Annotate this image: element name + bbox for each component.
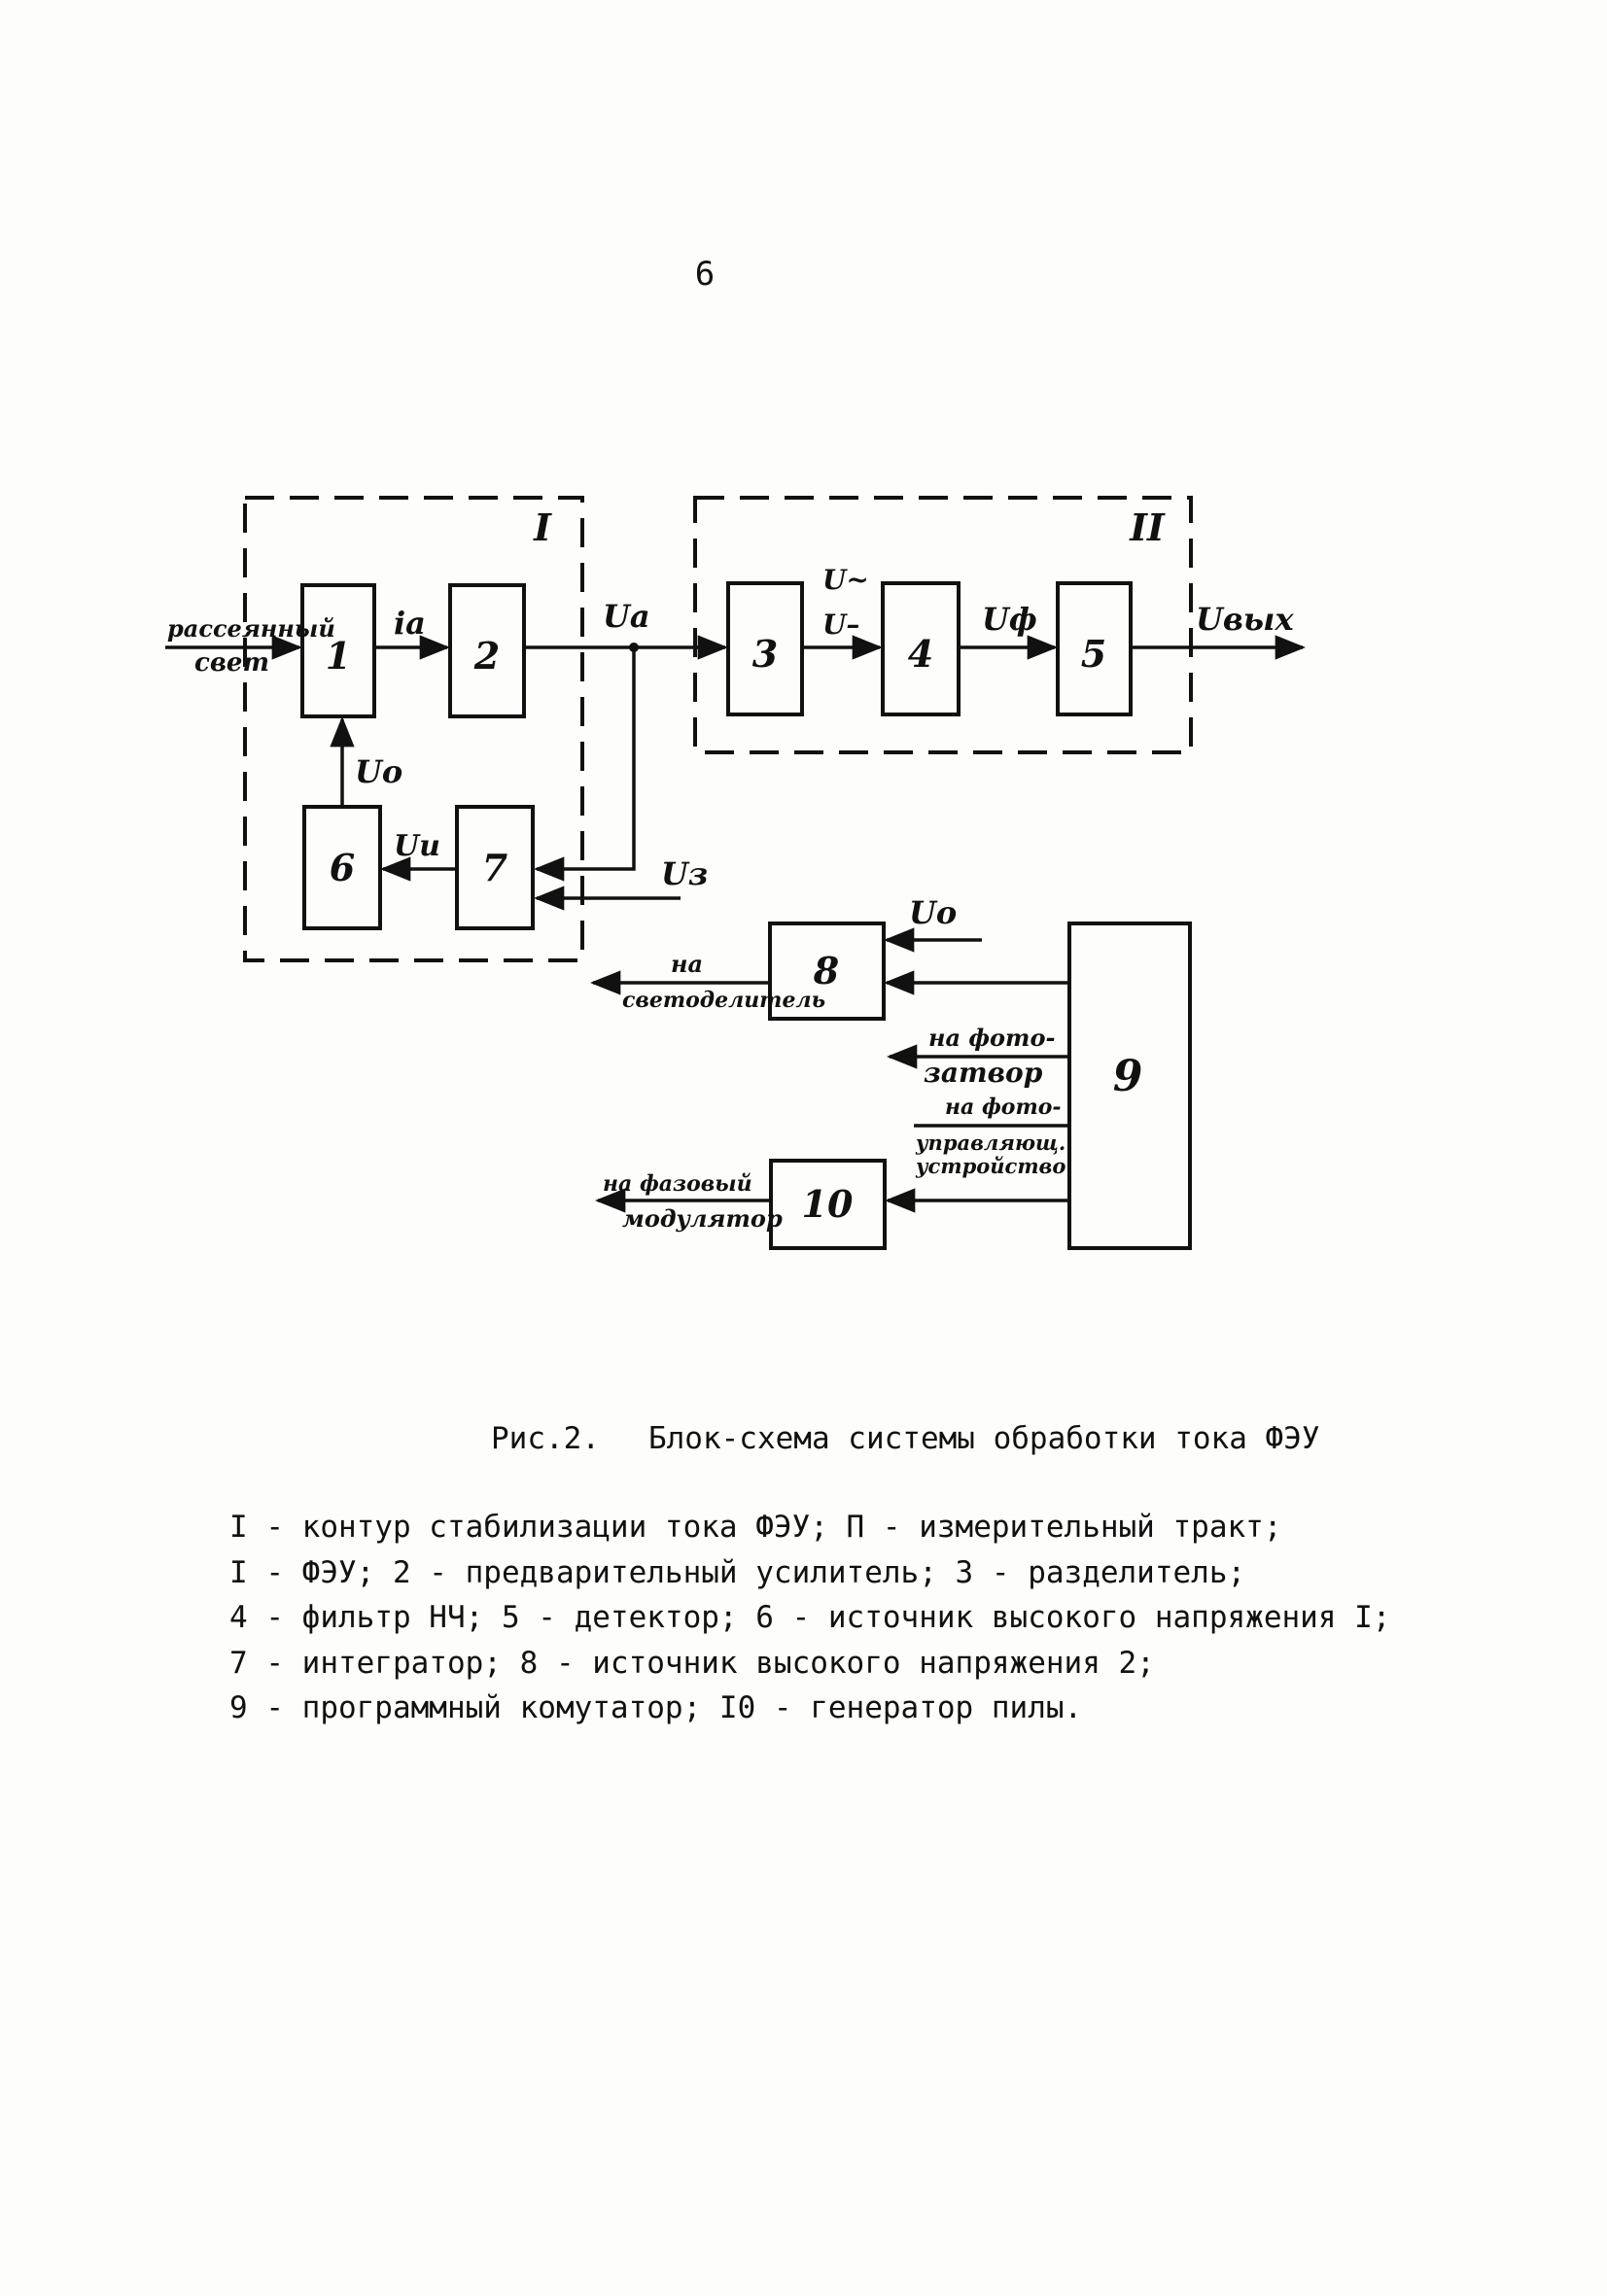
signal-u0-block8: Uо	[909, 894, 957, 931]
block-7-label: 7	[482, 846, 507, 889]
signal-uz: Uз	[661, 855, 708, 892]
block-10-label: 10	[802, 1182, 854, 1226]
page-number: 6	[694, 255, 716, 294]
contour-i-label: I	[533, 505, 552, 549]
dest-control-line2: управляющ.	[915, 1131, 1066, 1155]
block-4: 4	[881, 581, 961, 716]
signal-ia: iа	[394, 605, 426, 642]
block-7: 7	[455, 805, 535, 930]
block-8-label: 8	[813, 949, 839, 992]
legend-line: 9 - программный комутатор; I0 - генерато…	[229, 1690, 1083, 1725]
signal-uf: Uф	[982, 601, 1037, 638]
block-5-label: 5	[1081, 632, 1106, 676]
dest-modulator-line1: на фазовый	[603, 1171, 752, 1197]
block-6: 6	[302, 805, 382, 930]
block-1: 1	[300, 583, 376, 718]
legend-line: 4 - фильтр НЧ; 5 - детектор; 6 - источни…	[229, 1600, 1391, 1635]
signal-u-minus: U–	[822, 609, 859, 641]
feedback-to-7	[533, 647, 636, 882]
figure-number: Рис.2.	[491, 1421, 600, 1456]
block-5: 5	[1056, 581, 1133, 716]
contour-ii-frame	[693, 496, 1193, 754]
connection-lines	[165, 635, 1307, 1213]
signal-u0-top: Uо	[355, 753, 402, 790]
contour-i-frame	[243, 496, 584, 962]
signal-uout: Uвых	[1196, 601, 1294, 638]
block-3-label: 3	[752, 632, 778, 676]
input-label-line2: свет	[194, 648, 269, 678]
legend-line: 7 - интегратор; 8 - источник высокого на…	[229, 1645, 1155, 1681]
junction-dot	[629, 643, 639, 652]
figure-caption: Рис.2. Блок-схема системы обработки тока …	[491, 1421, 1320, 1456]
input-label-line1: рассеянный	[167, 614, 335, 643]
dest-control-line1: на фото-	[945, 1095, 1062, 1120]
dest-control-line3: устройство	[915, 1154, 1066, 1178]
legend-line: I - ФЭУ; 2 - предварительный усилитель; …	[229, 1554, 1246, 1590]
dest-shutter-line2: затвор	[924, 1057, 1043, 1089]
block-2: 2	[448, 583, 526, 718]
block-4-label: 4	[908, 632, 933, 676]
block-diagram: I II 1 2 3 4 5 6	[165, 496, 1307, 1250]
block-9: 9	[1067, 922, 1192, 1250]
dest-shutter-line1: на фото-	[928, 1024, 1055, 1052]
block-1-label: 1	[326, 634, 351, 678]
dest-divider-line1: на	[671, 950, 703, 978]
figure-legend: I - контур стабилизации тока ФЭУ; П - из…	[229, 1505, 1390, 1731]
signal-ui: Uи	[394, 829, 440, 863]
block-8: 8	[768, 922, 886, 1021]
contour-ii-label: II	[1129, 505, 1166, 549]
legend-line: I - контур стабилизации тока ФЭУ; П - из…	[229, 1510, 1282, 1545]
block-9-label: 9	[1113, 1052, 1143, 1101]
signal-u-tilde: U~	[822, 564, 869, 596]
dest-modulator-line2: модулятор	[622, 1204, 783, 1233]
block-10: 10	[769, 1159, 887, 1250]
block-3: 3	[726, 581, 804, 716]
signal-ua: Uа	[603, 598, 650, 635]
figure-title: Блок-схема системы обработки тока ФЭУ	[647, 1421, 1320, 1456]
dest-divider-line2: светоделитель	[622, 988, 825, 1013]
block-2-label: 2	[473, 634, 500, 678]
block-6-label: 6	[330, 846, 355, 889]
